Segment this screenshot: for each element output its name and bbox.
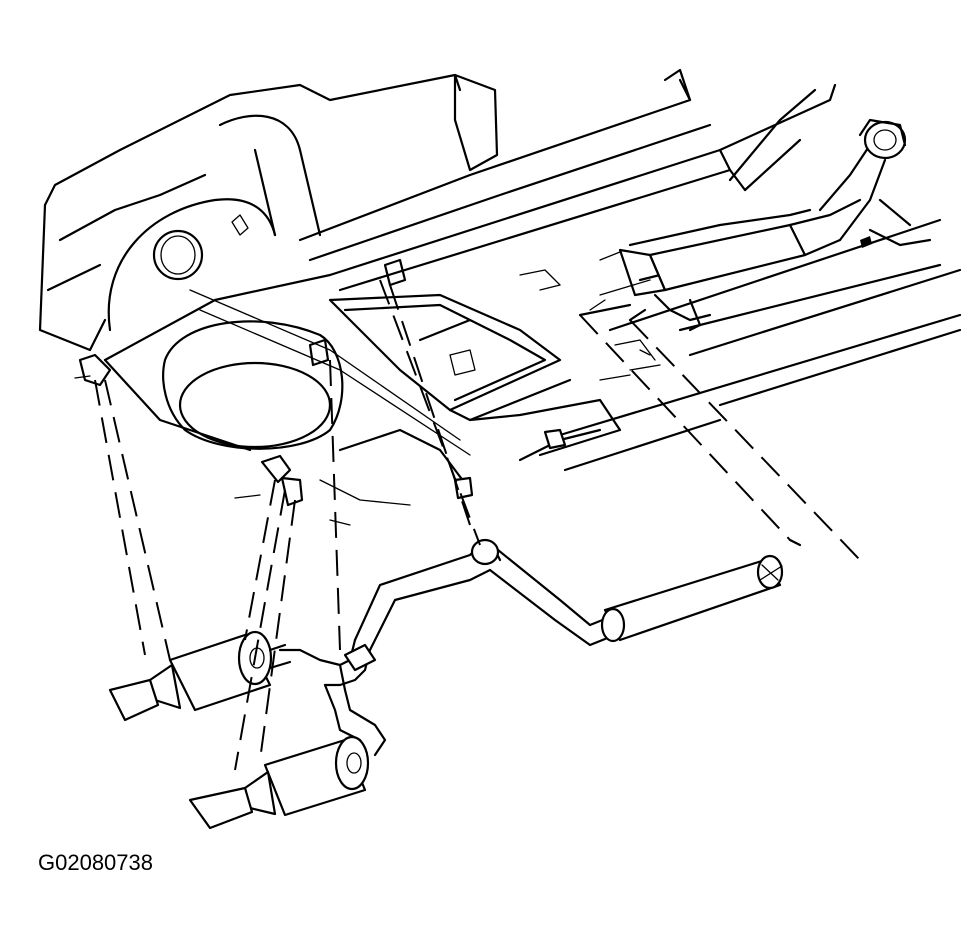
figure-code: G02080738 <box>38 850 153 875</box>
front-exhaust-assembly <box>519 118 932 381</box>
pipe-connector <box>470 538 500 566</box>
rear-crossmember <box>308 258 622 526</box>
rear-muffler-assembly <box>108 630 387 830</box>
left-exhaust-tip <box>108 678 160 722</box>
exhaust-manifold-flange <box>863 120 907 160</box>
fuel-tank <box>162 320 344 450</box>
hanger-brackets <box>74 353 567 507</box>
vehicle-body <box>38 68 962 472</box>
right-exhaust-tip <box>188 786 254 830</box>
intermediate-pipe <box>353 538 617 652</box>
resonator <box>600 554 784 643</box>
rear-hanger-bracket <box>383 258 407 287</box>
fuel-filler-door <box>152 229 204 281</box>
alignment-lines <box>94 279 861 771</box>
